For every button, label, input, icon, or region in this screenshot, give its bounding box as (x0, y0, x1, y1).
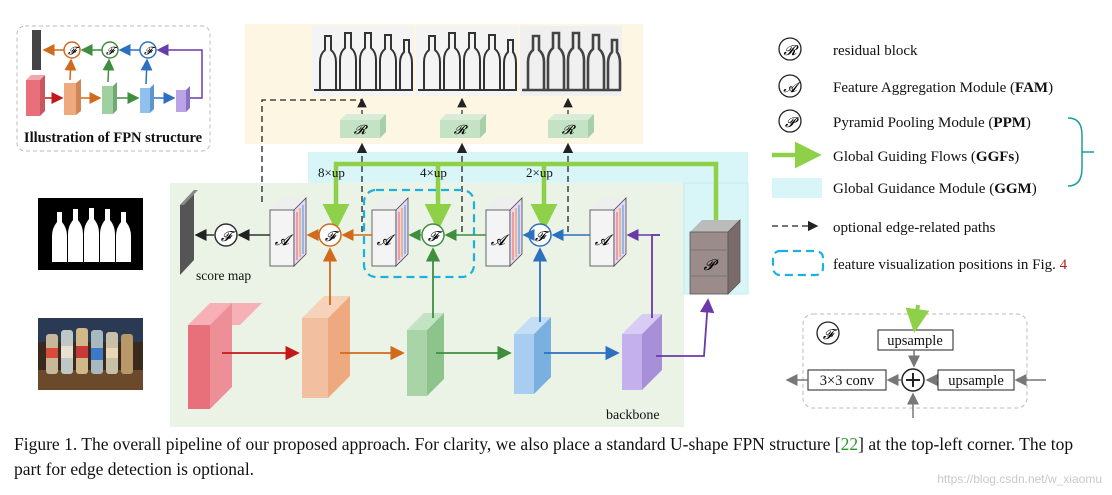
fam-block-1: 𝓐 (269, 197, 307, 267)
fam-block-3: 𝓐 (485, 197, 523, 267)
legend-edge-paths: optional edge-related paths (772, 220, 996, 236)
score-map-label: score map (196, 268, 251, 283)
svg-text:Global Guiding Flows (GGFs): Global Guiding Flows (GGFs) (833, 149, 1019, 165)
fusion-node-3: 𝓕 (528, 223, 552, 247)
up-label-4x: 4×up (420, 165, 447, 180)
ppm-block: 𝓟 (689, 219, 741, 295)
backbone-label: backbone (606, 408, 660, 423)
legend: 𝓡 residual block 𝓐 Feature Aggregation M… (771, 37, 1094, 277)
svg-text:optional edge-related paths: optional edge-related paths (833, 220, 996, 236)
citation-link[interactable]: 22 (840, 434, 859, 454)
legend-ppm: 𝓟 Pyramid Pooling Module (PPM) (778, 109, 1031, 133)
svg-text:𝓡: 𝓡 (454, 122, 469, 137)
svg-text:𝓐: 𝓐 (783, 81, 801, 96)
svg-text:Pyramid Pooling Module (PPM): Pyramid Pooling Module (PPM) (833, 115, 1031, 131)
fpn-block-orange (64, 83, 76, 115)
up-label-2x: 2×up (526, 165, 553, 180)
edge-map-2 (416, 26, 518, 96)
fpn-block-green (102, 86, 113, 114)
fpn-block-blue (140, 88, 150, 113)
residual-block-1: 𝓡 (340, 114, 386, 138)
backbone-block-orange (302, 296, 350, 398)
legend-vis-positions: feature visualization positions in Fig. … (771, 249, 1068, 277)
pipeline-diagram: 𝓕 𝓕 𝓕 Illustration of FPN structure (16, 24, 1094, 427)
fusion-detail: 𝓕 upsample upsample 3×3 conv (785, 304, 1046, 418)
fpn-output-map (32, 30, 41, 70)
edge-map-3 (520, 26, 622, 96)
svg-text:Global Guidance Module (GGM): Global Guidance Module (GGM) (833, 181, 1037, 197)
input-image (38, 318, 143, 390)
feature-visualization-box (362, 188, 476, 279)
residual-block-2: 𝓡 (440, 114, 486, 138)
edge-map-1 (312, 26, 414, 96)
svg-text:upsample: upsample (887, 333, 943, 349)
backbone-block-red (188, 303, 262, 409)
backbone-block-blue (514, 317, 551, 394)
up-label-8x: 8×up (318, 165, 345, 180)
svg-text:𝓡: 𝓡 (562, 122, 577, 137)
fam-block-2: 𝓐 (371, 197, 409, 267)
score-map (180, 190, 198, 275)
backbone-block-green (407, 313, 444, 396)
svg-text:upsample: upsample (948, 373, 1004, 389)
residual-block-3: 𝓡 (548, 114, 594, 138)
legend-ggm: Global Guidance Module (GGM) (772, 178, 1037, 198)
legend-brace (1067, 117, 1083, 187)
svg-text:3×3 conv: 3×3 conv (820, 373, 875, 389)
fpn-inset: 𝓕 𝓕 𝓕 Illustration of FPN structure (16, 25, 211, 152)
fusion-node-2: 𝓕 (421, 223, 445, 247)
fam-block-4: 𝓐 (589, 197, 627, 267)
svg-text:𝓐: 𝓐 (275, 233, 294, 249)
svg-text:𝓡: 𝓡 (354, 122, 369, 137)
svg-text:𝓐: 𝓐 (595, 233, 614, 249)
legend-fam: 𝓐 Feature Aggregation Module (FAM) (778, 74, 1053, 98)
fpn-block-red (26, 80, 40, 116)
svg-text:𝓡: 𝓡 (783, 44, 799, 59)
legend-residual-block: 𝓡 residual block (778, 37, 918, 61)
svg-text:residual block: residual block (833, 43, 918, 59)
fusion-node-1: 𝓕 (318, 223, 342, 247)
svg-text:Feature Aggregation Module (FA: Feature Aggregation Module (FAM) (833, 80, 1053, 96)
fpn-inset-title: Illustration of FPN structure (24, 130, 203, 146)
fpn-block-purple (176, 90, 186, 112)
svg-text:feature visualization position: feature visualization positions in Fig. … (833, 257, 1068, 273)
ground-truth-image (38, 198, 143, 270)
watermark: https://blog.csdn.net/w_xiaomu (937, 472, 1102, 486)
figure-caption: Figure 1. The overall pipeline of our pr… (14, 434, 1074, 479)
svg-text:𝓐: 𝓐 (377, 233, 396, 249)
svg-text:𝓐: 𝓐 (491, 233, 510, 249)
legend-ggf: Global Guiding Flows (GGFs) (772, 141, 1019, 169)
backbone-block-purple (622, 314, 662, 390)
fusion-node-0: 𝓕 (214, 223, 238, 247)
